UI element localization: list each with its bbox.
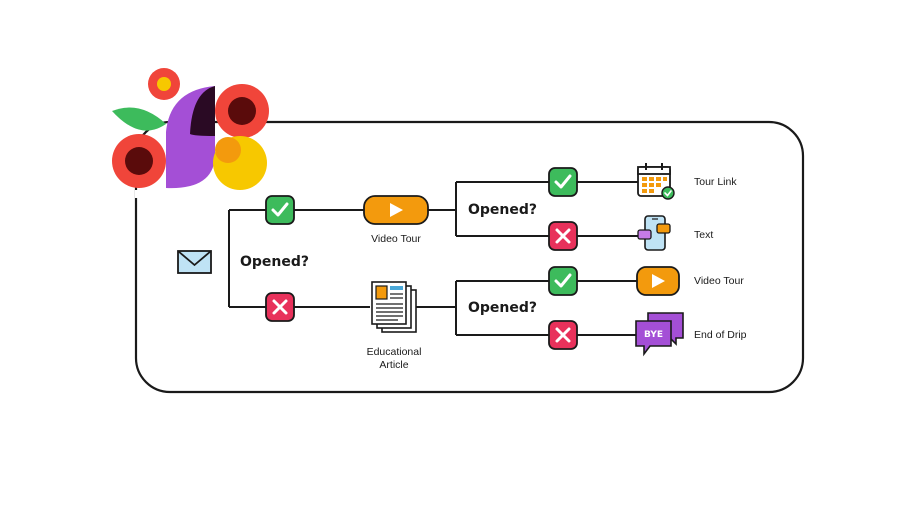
x-icon [548, 320, 578, 350]
video-tour-label: Video Tour [371, 233, 421, 245]
diagram-frame [134, 120, 805, 394]
educational-article-label-line1: Educational [367, 346, 422, 358]
play-icon [636, 266, 680, 296]
question-label-lower: Opened? [468, 300, 537, 316]
video-tour-outcome-label: Video Tour [694, 275, 744, 287]
play-icon [363, 195, 429, 225]
tour-link-label: Tour Link [694, 176, 737, 188]
envelope-icon [177, 250, 212, 274]
x-icon [265, 292, 295, 322]
question-label: Opened? [240, 254, 309, 270]
connector-lines [228, 181, 640, 336]
question-label-upper: Opened? [468, 202, 537, 218]
x-icon [548, 221, 578, 251]
check-icon [265, 195, 295, 225]
educational-article-label-line2: Article [379, 359, 408, 371]
check-icon [548, 167, 578, 197]
newspaper-icon [371, 281, 417, 333]
text-label: Text [694, 229, 713, 241]
calendar-icon [637, 163, 675, 200]
end-of-drip-label: End of Drip [694, 329, 747, 341]
bye-badge: BYE [644, 330, 663, 340]
phone-chat-icon [637, 215, 671, 251]
brand-logo [112, 68, 269, 198]
check-icon [548, 266, 578, 296]
bye-bubble-icon: BYE [635, 312, 684, 357]
